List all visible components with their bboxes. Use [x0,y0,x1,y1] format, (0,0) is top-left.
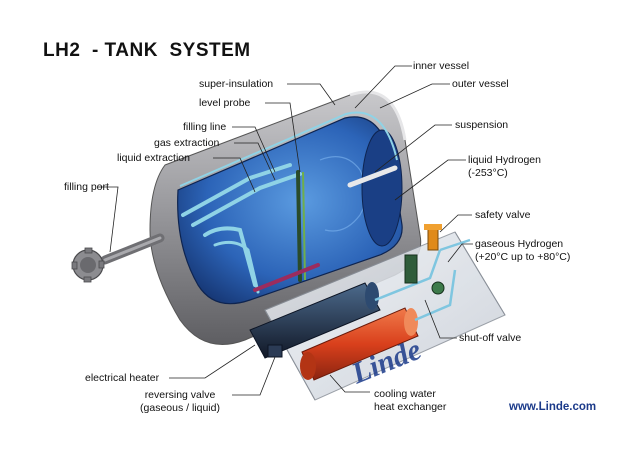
label-super-insulation: super-insulation [199,78,274,90]
website-link[interactable]: www.Linde.com [509,401,597,413]
label-level-probe: level probe [199,97,251,109]
internal-piping [181,163,302,294]
label-gas-extraction: gas extraction [154,137,220,149]
level-probe [296,170,302,282]
safety-valve [424,224,442,251]
label-outer-vessel: outer vessel [452,78,509,90]
label-reversing-valve: reversing valve [144,389,216,401]
inner-heater-rod [253,263,320,292]
label-heat-exchanger: heat exchanger [374,401,447,413]
shut-off-valve [404,254,445,295]
label-shut-off-valve: shut-off valve [459,332,522,344]
level-probe-highlight [302,171,306,281]
label-cooling-water: cooling water [374,388,436,400]
leader-lines [98,65,473,396]
label-gaseous-hydrogen: gaseous Hydrogen [475,238,564,250]
page-title: LH2 - TANK SYSTEM [43,40,251,61]
reversing-valve [267,344,283,358]
suspension-rod [347,165,398,188]
label-liquid-hydrogen: liquid Hydrogen [468,154,541,166]
electrical-heater [249,282,381,359]
label-filling-port: filling port [64,181,109,193]
label-suspension: suspension [455,119,509,131]
cooling-water-heat-exchanger [300,307,419,381]
inner-vessel-end-cap [361,129,403,247]
label-filling-line: filling line [183,121,227,133]
gaseous-hydrogen-lines [374,238,471,322]
super-insulation-layer [179,111,398,187]
label-reversing-valve-mode: (gaseous / liquid) [140,402,220,414]
label-liquid-extraction: liquid extraction [117,152,190,164]
label-liquid-hydrogen-temp: (-253°C) [468,167,508,179]
filling-port [71,233,165,283]
label-electrical-heater: electrical heater [85,372,160,384]
label-inner-vessel: inner vessel [413,60,470,72]
label-safety-valve: safety valve [475,209,531,221]
label-gaseous-hydrogen-temp: (+20°C up to +80°C) [475,251,571,263]
